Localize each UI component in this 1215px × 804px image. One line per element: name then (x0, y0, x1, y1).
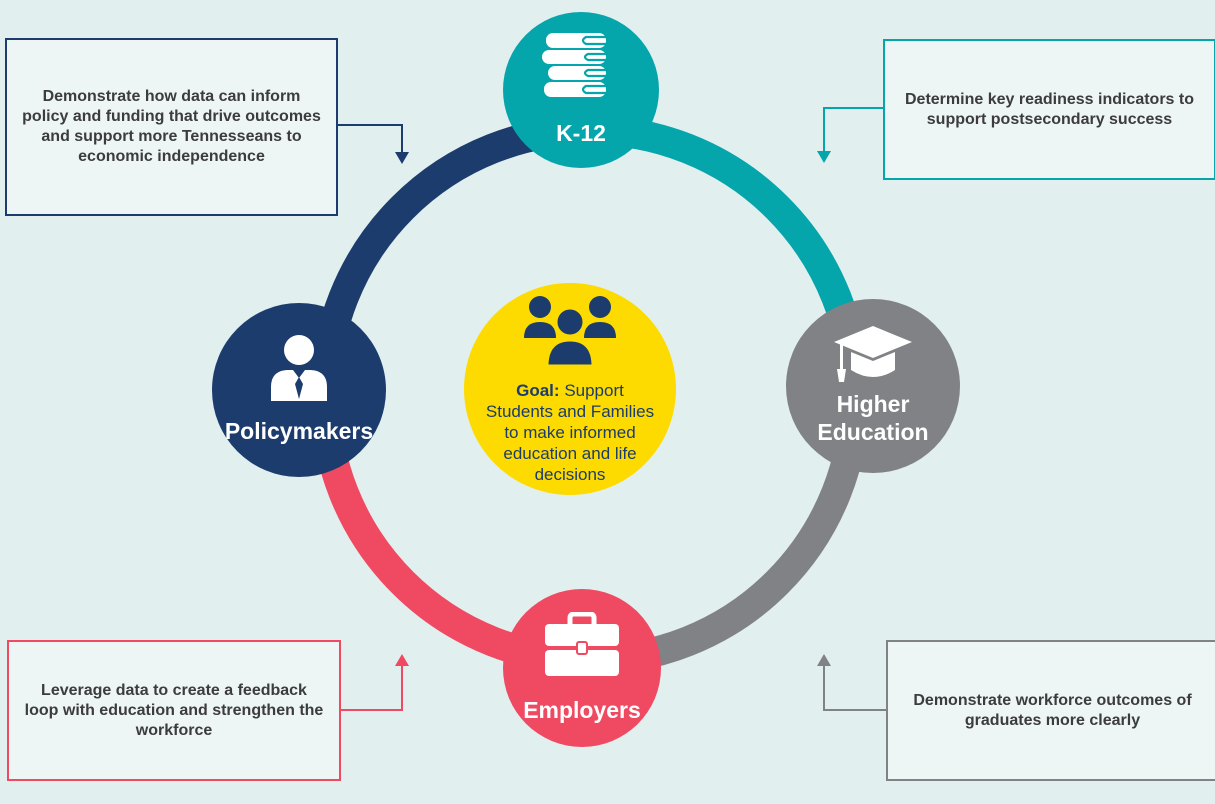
higher-education-label: Higher Education (817, 391, 929, 445)
callout-k12: Determine key readiness indicators to su… (883, 39, 1215, 180)
policymakers-label: Policymakers (224, 418, 374, 444)
person-tie-icon (271, 335, 327, 401)
callout-higher-education: Demonstrate workforce outcomes of gradua… (886, 640, 1215, 781)
policymakers-node: Policymakers (212, 303, 386, 477)
callout-policymakers-text: Demonstrate how data can inform policy a… (22, 88, 321, 165)
k12-label: K-12 (556, 120, 606, 146)
employers-node: Employers (503, 589, 661, 747)
graduation-cap-icon (834, 326, 912, 382)
connector-arrow-policymakers (338, 124, 409, 164)
briefcase-icon (545, 612, 619, 676)
goal-statement: Goal: Support Students and Families to m… (464, 380, 676, 485)
callout-higher-education-text: Demonstrate workforce outcomes of gradua… (913, 691, 1192, 729)
connector-arrow-k12 (817, 107, 883, 163)
callout-employers: Leverage data to create a feedback loop … (7, 640, 341, 781)
employers-label: Employers (523, 697, 641, 723)
goal-label: Goal: (516, 380, 560, 400)
group-of-people-icon (524, 295, 616, 366)
callout-employers-text: Leverage data to create a feedback loop … (24, 681, 324, 739)
goal-text: Support Students and Families to make in… (485, 380, 655, 484)
goal-node: Goal: Support Students and Families to m… (464, 283, 676, 495)
higher-education-node: Higher Education (786, 299, 960, 473)
callout-k12-text: Determine key readiness indicators to su… (905, 90, 1194, 128)
connector-arrow-higher-education (817, 654, 886, 711)
books-icon (542, 33, 610, 97)
k12-node: K-12 (503, 12, 659, 168)
connector-arrow-employers (341, 654, 409, 711)
callout-policymakers: Demonstrate how data can inform policy a… (5, 38, 338, 216)
